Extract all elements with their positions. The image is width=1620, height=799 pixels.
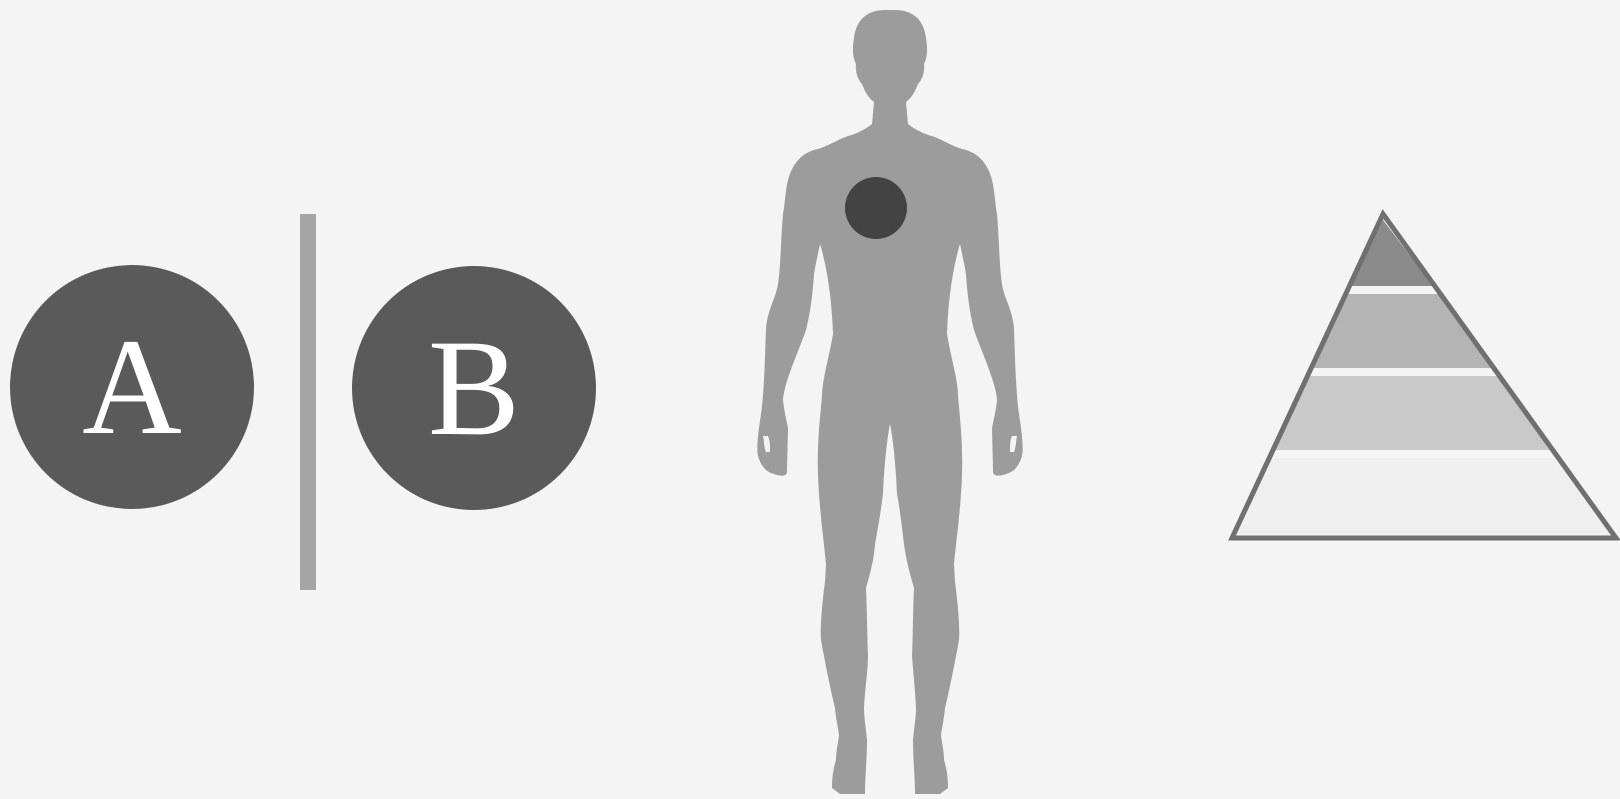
pyramid-levels-icon [1228, 208, 1620, 564]
option-b-circle: B [352, 266, 596, 510]
option-a-letter: A [82, 318, 182, 456]
human-body-silhouette-icon [740, 8, 1030, 794]
chest-marker-icon [845, 177, 907, 239]
pyramid-diagram [1228, 208, 1620, 564]
option-a-circle: A [10, 265, 254, 509]
body-silhouette [757, 10, 1022, 794]
pyramid-level-4 [1236, 458, 1611, 534]
divider-bar [300, 214, 316, 590]
option-b-letter: B [428, 319, 520, 457]
human-body-figure [740, 8, 1030, 794]
